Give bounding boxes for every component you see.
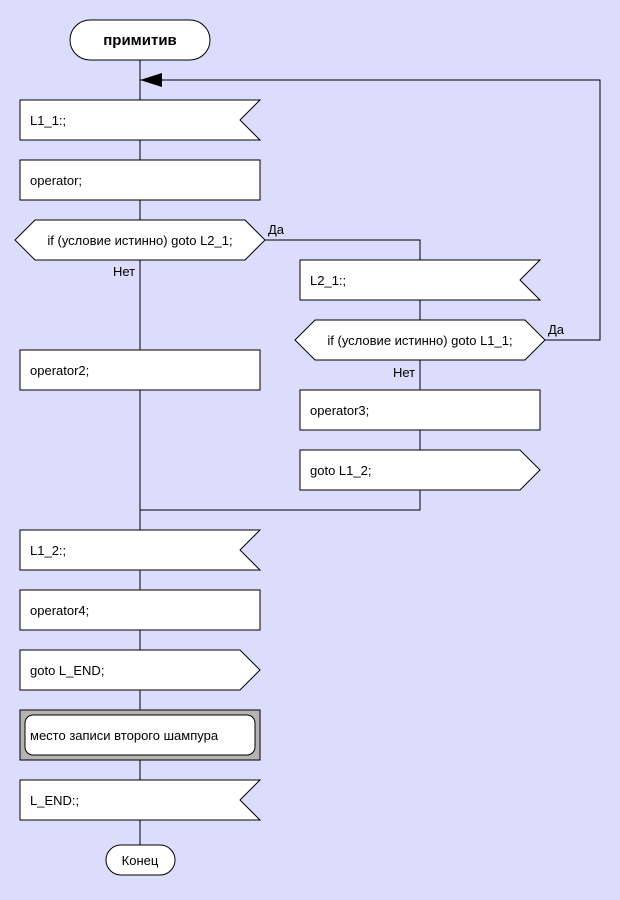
loop-arrow-icon (140, 73, 162, 87)
label-block-l1-2[interactable] (19, 529, 262, 571)
label-block-l1-1[interactable] (19, 99, 262, 141)
goto-block-l1-2[interactable] (299, 449, 541, 491)
label-l2-1-text: L2_1:; (310, 273, 346, 288)
goto-l1-2-text: goto L1_2; (310, 463, 371, 478)
shampur-insert-block[interactable] (24, 714, 256, 756)
start-title: примитив (103, 32, 177, 49)
goto-block-l-end[interactable] (19, 649, 261, 691)
operator4-text: operator4; (30, 603, 89, 618)
label-l1-2-text: L1_2:; (30, 543, 66, 558)
label-l1-1-text: L1_1:; (30, 113, 66, 128)
end-terminator[interactable] (105, 844, 176, 876)
label-block-l-end[interactable] (19, 779, 262, 821)
condition-goto-l2-1-text: if (условие истинно) goto L2_1; (47, 233, 232, 248)
operator-text: operator; (30, 173, 82, 188)
yes-label-2: Да (548, 322, 565, 337)
action-block-operator4[interactable] (19, 589, 261, 631)
no-label-2: Нет (393, 365, 415, 380)
action-block-operator[interactable] (19, 159, 261, 201)
start-terminator[interactable] (69, 19, 211, 61)
condition-block-goto-l1-1[interactable] (294, 319, 546, 361)
action-block-operator3[interactable] (299, 389, 541, 431)
condition-block-goto-l2-1[interactable] (14, 219, 266, 261)
connector-lines (139, 60, 601, 845)
label-l-end-text: L_END:; (30, 793, 79, 808)
condition-goto-l1-1-text: if (условие истинно) goto L1_1; (327, 333, 512, 348)
operator2-text: operator2; (30, 363, 89, 378)
action-block-operator2[interactable] (19, 349, 261, 391)
label-block-l2-1[interactable] (299, 259, 542, 301)
goto-l-end-text: goto L_END; (30, 663, 104, 678)
yes-label-1: Да (268, 222, 285, 237)
operator3-text: operator3; (310, 403, 369, 418)
end-terminator-text: Конец (122, 853, 159, 868)
no-label-1: Нет (113, 264, 135, 279)
shampur-insert-text: место записи второго шампура (30, 728, 219, 743)
